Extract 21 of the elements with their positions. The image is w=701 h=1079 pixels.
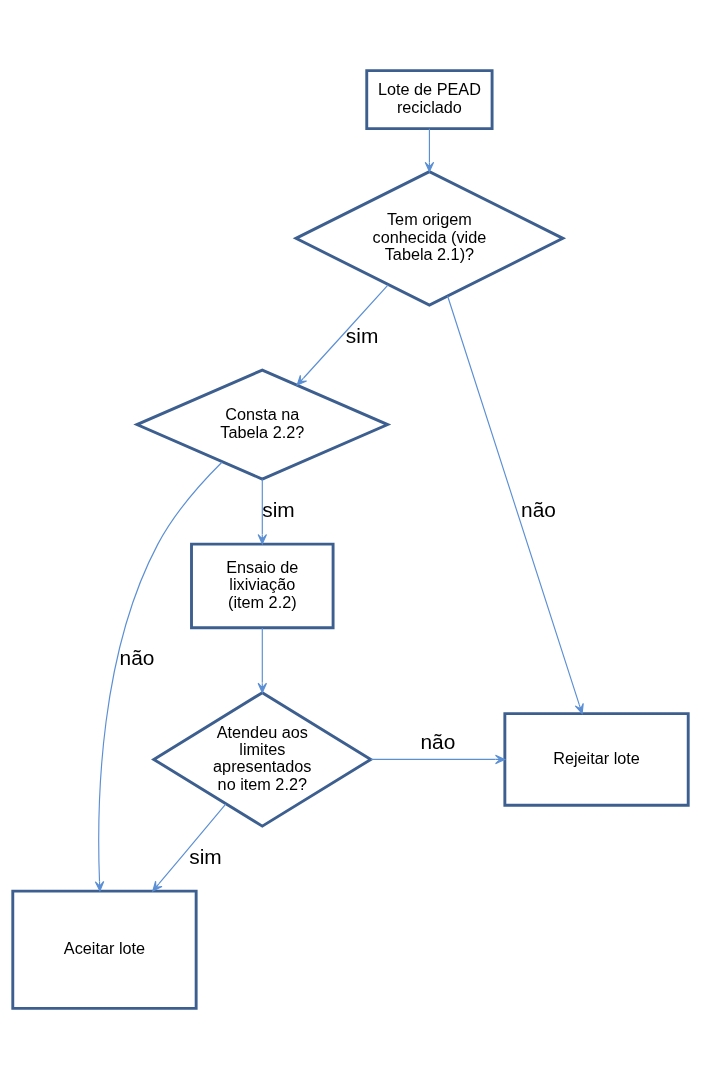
node-box: Lote de PEAD reciclado: [365, 69, 494, 131]
edge-label: não: [119, 646, 155, 670]
arrow: [447, 295, 584, 715]
edge-label: não: [521, 497, 556, 521]
arrow: [424, 128, 435, 173]
node-box: Ensaio de lixiviação (item 2.2): [190, 542, 335, 630]
edge-label: sim: [345, 323, 379, 347]
node-diamond: Atendeu aos limites apresentados no item 2.2?: [151, 691, 374, 828]
edge-label: sim: [262, 497, 295, 521]
edge-label: sim: [189, 844, 222, 868]
arrow: [296, 284, 389, 386]
node-box: Rejeitar lote: [503, 712, 690, 807]
arrow: [257, 627, 268, 694]
node-diamond: Tem origem conhecida (vide Tabela 2.1)?: [292, 170, 567, 307]
arrow: [370, 754, 506, 765]
node-box: Aceitar lote: [11, 889, 198, 1010]
arrow: [94, 461, 223, 892]
node-diamond: Consta na Tabela 2.2?: [133, 368, 392, 481]
edge-label: não: [420, 730, 456, 754]
arrow: [257, 478, 268, 545]
arrow: [152, 803, 227, 892]
